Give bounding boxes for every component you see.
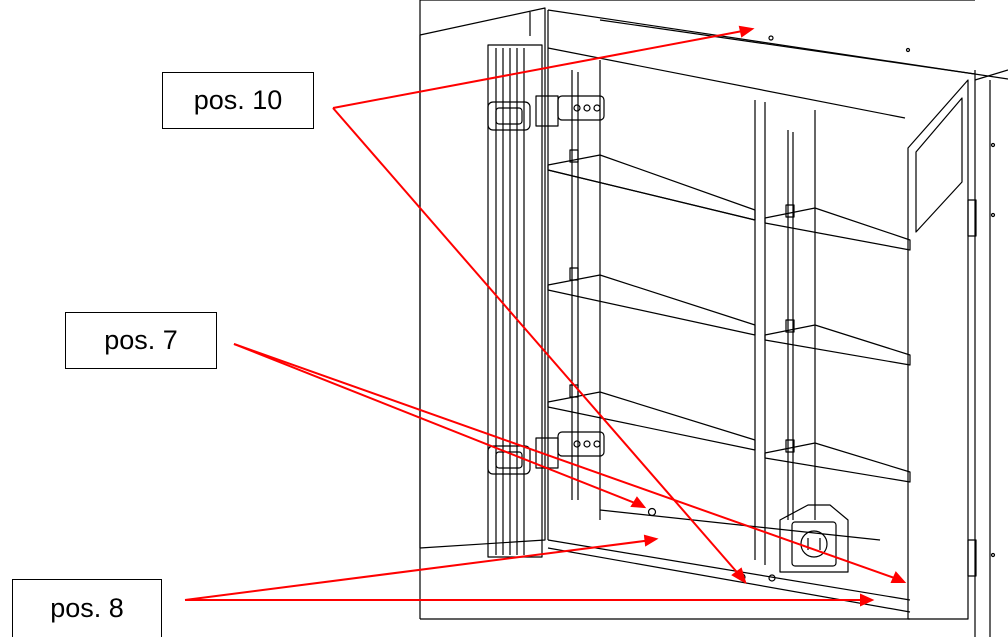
right-door [907,69,1008,637]
shelf-rail [571,70,794,520]
hinge-icon [487,95,605,131]
shelf [547,274,756,336]
callout-pos-10-label: pos. 10 [193,85,283,115]
shelf [764,442,911,483]
callout-pos-8: pos. 8 [12,579,162,637]
shelf [547,391,756,451]
fastener [647,507,657,517]
shelf [764,207,911,251]
leader-pos7 [233,343,907,583]
power-outlet-icon [779,504,849,573]
leader-pos8 [184,534,875,607]
shelf [764,324,911,366]
callout-pos-8-label: pos. 8 [50,593,124,623]
callout-pos-7: pos. 7 [65,312,217,369]
left-door [419,7,546,558]
fastener [768,574,776,582]
callout-pos-7-label: pos. 7 [104,325,178,355]
shelf [547,154,756,221]
callout-pos-10: pos. 10 [162,72,314,129]
